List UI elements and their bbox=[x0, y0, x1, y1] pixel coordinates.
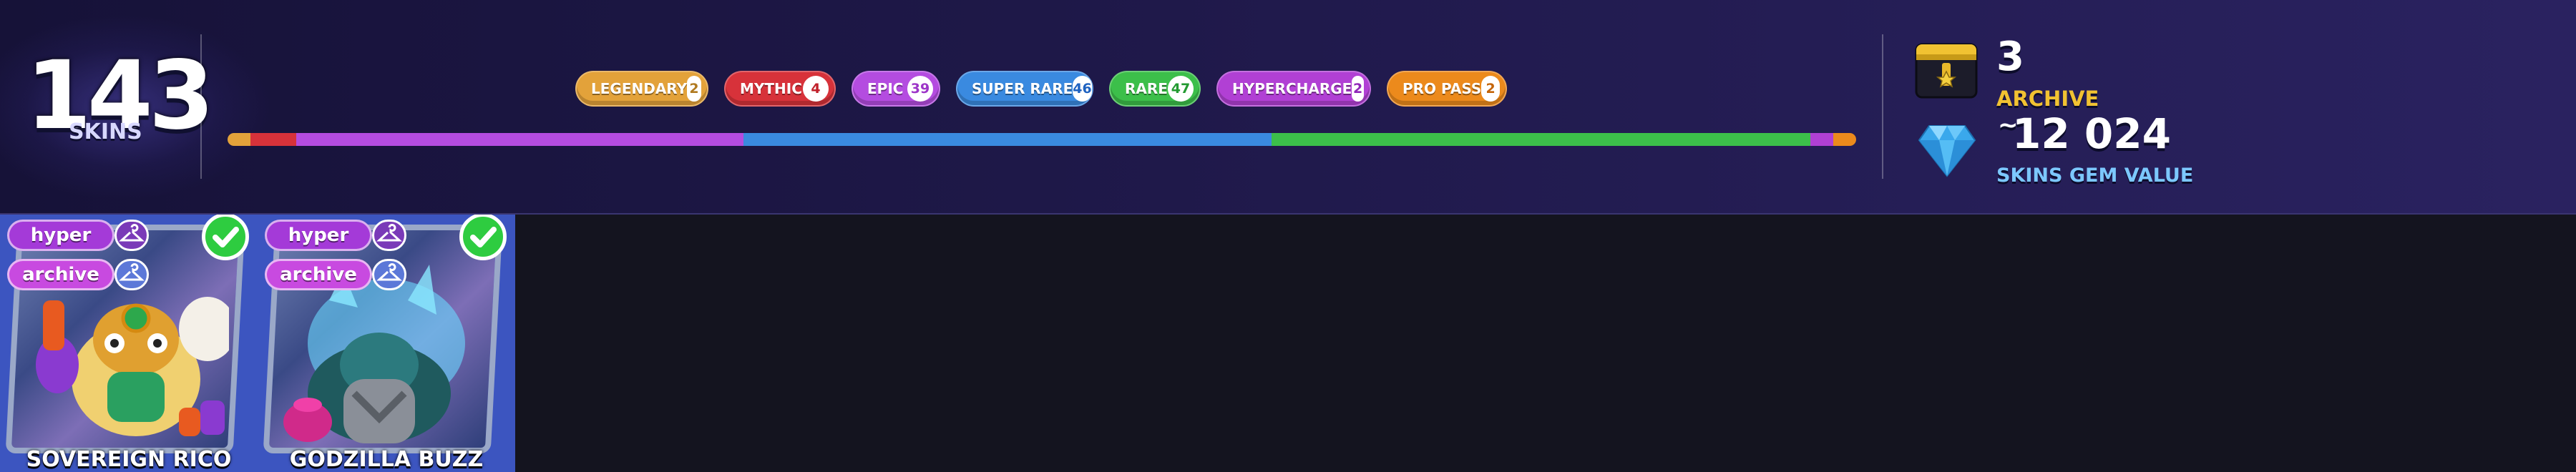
rarity-pill-rare[interactable]: RARE 47 bbox=[1109, 71, 1201, 107]
owned-check-icon bbox=[459, 215, 507, 260]
rarity-pill-epic[interactable]: EPIC 39 bbox=[852, 71, 940, 107]
rarity-count: 2 bbox=[1352, 76, 1364, 102]
rarity-label: EPIC bbox=[867, 80, 904, 97]
hanger-icon bbox=[114, 259, 149, 290]
rarity-pill-pro-pass[interactable]: PRO PASS 2 bbox=[1387, 71, 1507, 107]
gem-icon bbox=[1918, 125, 1976, 177]
rarity-label: HYPERCHARGE bbox=[1232, 80, 1352, 97]
skin-artwork-buzz bbox=[283, 265, 465, 443]
rarity-bar-segment bbox=[250, 133, 297, 146]
rarity-count: 46 bbox=[1073, 76, 1092, 102]
rarity-count: 39 bbox=[907, 76, 933, 102]
hanger-icon bbox=[114, 220, 149, 251]
hanger-icon bbox=[372, 259, 406, 290]
gem-value-label: SKINS GEM VALUE bbox=[1996, 164, 2194, 187]
owned-check-icon bbox=[202, 215, 249, 260]
header-divider-right bbox=[1882, 34, 1883, 179]
collection-header: 143 SKINS LEGENDARY 2 MYTHIC 4 EPIC 39 S… bbox=[0, 0, 2576, 215]
tag-archive: archive bbox=[7, 259, 114, 290]
rarity-bar-segment bbox=[1833, 133, 1856, 146]
rarity-pill-mythic[interactable]: MYTHIC 4 bbox=[724, 71, 836, 107]
skin-card-sovereign-rico[interactable]: hyper archive SOVEREIGN RICO bbox=[0, 215, 258, 472]
rarity-bar-segment bbox=[228, 133, 251, 146]
skin-card-godzilla-buzz[interactable]: hyper archive GODZILLA BUZZ bbox=[258, 215, 515, 472]
header-divider-left bbox=[200, 34, 202, 179]
rarity-label: SUPER RARE bbox=[972, 80, 1073, 97]
rarity-count: 2 bbox=[1481, 76, 1500, 102]
tag-archive: archive bbox=[265, 259, 372, 290]
rarity-label: MYTHIC bbox=[740, 80, 802, 97]
header-glow bbox=[0, 14, 272, 200]
skin-name: GODZILLA BUZZ bbox=[289, 447, 484, 472]
archive-label: ARCHIVE bbox=[1996, 87, 2099, 111]
total-skins-count: 143 bbox=[26, 41, 215, 151]
rarity-count: 2 bbox=[687, 76, 701, 102]
rarity-count: 4 bbox=[803, 76, 829, 102]
rarity-label: LEGENDARY bbox=[591, 80, 688, 97]
skin-name: SOVEREIGN RICO bbox=[26, 447, 232, 472]
tag-hyper: hyper bbox=[265, 220, 372, 251]
rarity-label: PRO PASS bbox=[1402, 80, 1482, 97]
gem-approx-sign: ~ bbox=[1998, 111, 2019, 139]
rarity-bar-segment bbox=[1810, 133, 1833, 146]
rarity-pill-legendary[interactable]: LEGENDARY 2 bbox=[575, 71, 708, 107]
rarity-pill-super-rare[interactable]: SUPER RARE 46 bbox=[956, 71, 1093, 107]
rarity-bar-segment bbox=[296, 133, 744, 146]
rarity-bar-segment bbox=[743, 133, 1272, 146]
archive-count: 3 bbox=[1996, 34, 2024, 80]
rarity-count: 47 bbox=[1168, 76, 1194, 102]
tag-hyper: hyper bbox=[7, 220, 114, 251]
rarity-distribution-bar bbox=[228, 133, 1856, 146]
gem-value: 12 024 bbox=[2012, 109, 2171, 158]
rarity-pill-hypercharge[interactable]: HYPERCHARGE 2 bbox=[1216, 71, 1371, 107]
rarity-label: RARE bbox=[1125, 80, 1168, 97]
hanger-icon bbox=[372, 220, 406, 251]
chest-icon bbox=[1915, 43, 1978, 99]
total-skins-label: SKINS bbox=[69, 119, 142, 144]
rarity-bar-segment bbox=[1271, 133, 1810, 146]
skin-artwork-rico bbox=[36, 297, 229, 436]
